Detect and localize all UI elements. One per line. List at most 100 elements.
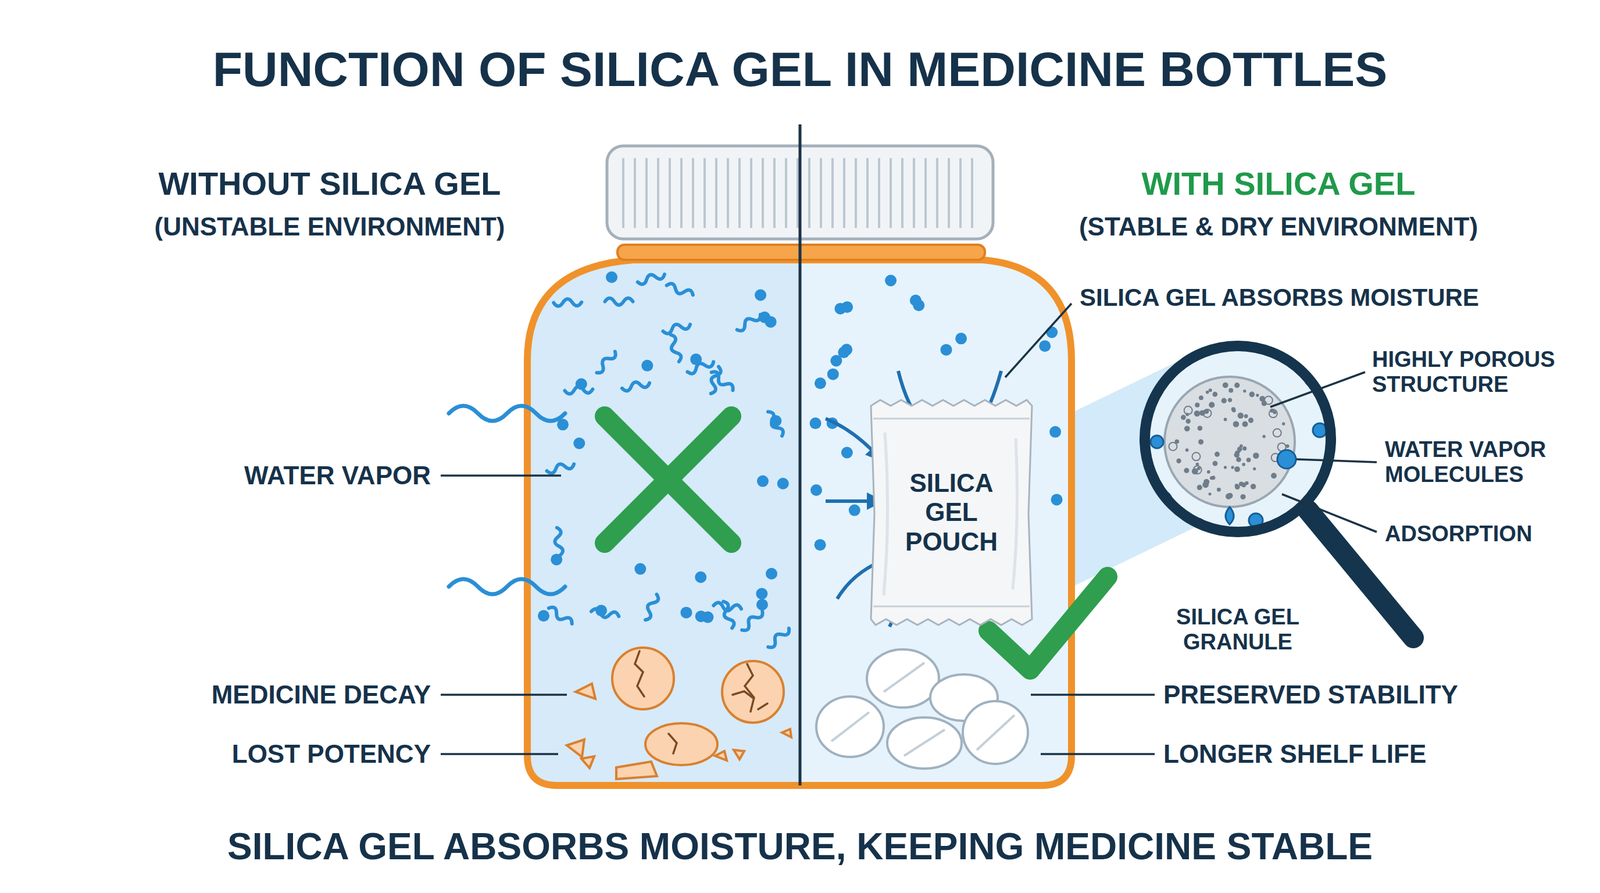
pouch-outline bbox=[870, 400, 1032, 625]
vapor-dot bbox=[1049, 426, 1062, 438]
vapor-dot bbox=[756, 475, 769, 488]
pouch-crease bbox=[883, 432, 1018, 596]
divider-line bbox=[798, 124, 802, 786]
cap-ridge bbox=[633, 158, 637, 228]
cap-ridge bbox=[819, 158, 823, 228]
cap-ridge bbox=[889, 158, 892, 228]
vapor-dot bbox=[550, 553, 563, 566]
section-heading: WITHOUT SILICA GEL bbox=[158, 165, 502, 203]
vapor-dot bbox=[834, 302, 846, 315]
water-vapor-left bbox=[537, 270, 792, 650]
decayed-pills bbox=[566, 647, 792, 780]
vapor-squiggle bbox=[734, 311, 763, 333]
cap-ridge bbox=[924, 158, 927, 228]
pore bbox=[1194, 410, 1201, 417]
vapor-squiggle bbox=[545, 461, 575, 475]
cap-ridges bbox=[623, 158, 973, 228]
vapor-squiggle bbox=[765, 625, 792, 650]
pore bbox=[1205, 390, 1210, 395]
cap-ridge bbox=[831, 158, 834, 228]
vapor-dot bbox=[777, 477, 789, 490]
pore bbox=[1239, 444, 1244, 448]
callout-label: LOST POTENCY bbox=[231, 739, 431, 769]
pore bbox=[1212, 391, 1219, 398]
callout-label: MEDICINE DECAY bbox=[211, 680, 431, 709]
pore bbox=[1234, 466, 1241, 473]
cap-ridge bbox=[808, 158, 811, 228]
pore bbox=[1185, 448, 1189, 452]
pore bbox=[1240, 494, 1246, 500]
section-subheading: (UNSTABLE ENVIRONMENT) bbox=[154, 212, 506, 241]
pore bbox=[1242, 446, 1247, 451]
pore bbox=[1264, 396, 1273, 405]
pore bbox=[1281, 422, 1285, 425]
pore bbox=[1228, 387, 1234, 393]
cap-ridge bbox=[680, 158, 683, 228]
cap-ridge bbox=[936, 158, 939, 228]
pore bbox=[1250, 483, 1257, 490]
vapor-dot bbox=[765, 316, 777, 328]
pill-cracks bbox=[634, 651, 768, 754]
white-pills bbox=[816, 649, 1028, 769]
pore bbox=[1194, 402, 1200, 408]
vapor-squiggle bbox=[553, 527, 564, 556]
pore bbox=[1248, 417, 1254, 423]
section-heading: WITH SILICA GEL bbox=[1141, 165, 1416, 203]
vapor-squiggle bbox=[665, 281, 695, 299]
vapor-squiggle bbox=[667, 333, 683, 363]
callout-label: WATER VAPOR bbox=[244, 461, 431, 490]
vapor-squiggle bbox=[553, 298, 582, 307]
pore bbox=[1234, 450, 1240, 456]
callout-label: ADSORPTION bbox=[1384, 521, 1532, 547]
cap-ridge bbox=[854, 158, 857, 228]
diagram-title: FUNCTION OF SILICA GEL IN MEDICINE BOTTL… bbox=[212, 41, 1388, 97]
vapor-dot bbox=[827, 368, 839, 381]
vapor-squiggle bbox=[621, 379, 650, 392]
vapor-squiggle bbox=[765, 409, 785, 438]
pore bbox=[1223, 465, 1227, 469]
vapor-dot bbox=[955, 332, 967, 345]
vapor-squiggle bbox=[605, 298, 634, 306]
pore bbox=[1203, 479, 1210, 485]
vapor-dot bbox=[537, 609, 550, 622]
pore bbox=[1197, 484, 1203, 491]
vapor-dot bbox=[769, 415, 782, 427]
pore bbox=[1198, 438, 1204, 445]
cap-ridge bbox=[959, 158, 962, 228]
vapor-squiggle bbox=[642, 593, 660, 622]
vapor-dot bbox=[1045, 326, 1058, 338]
pore bbox=[1185, 418, 1191, 424]
silica-gel-pouch: SILICA GEL POUCH bbox=[867, 397, 1036, 628]
pore bbox=[1221, 398, 1227, 404]
pore bbox=[1236, 456, 1242, 463]
pore bbox=[1241, 421, 1248, 428]
vapor-dot bbox=[634, 563, 646, 575]
pore bbox=[1204, 410, 1208, 414]
pore bbox=[1231, 408, 1237, 413]
callout-label: PRESERVED STABILITY bbox=[1163, 680, 1459, 709]
vapor-squiggle bbox=[564, 386, 594, 395]
cap-ridge bbox=[622, 158, 625, 228]
pore bbox=[1255, 393, 1259, 397]
section-subheading: (STABLE & DRY ENVIRONMENT) bbox=[1079, 212, 1478, 241]
pore bbox=[1234, 484, 1241, 490]
pore bbox=[1208, 388, 1213, 392]
vapor-dot bbox=[694, 571, 707, 584]
vapor-dot bbox=[841, 446, 853, 459]
pore bbox=[1223, 418, 1228, 422]
pore bbox=[1183, 468, 1189, 474]
pill-score-lines bbox=[831, 662, 1015, 756]
vapor-dot bbox=[884, 274, 897, 287]
pore bbox=[1244, 413, 1249, 419]
vapor-squiggle bbox=[594, 349, 619, 375]
vapor-squiggle bbox=[709, 369, 735, 394]
vapor-dot bbox=[810, 484, 823, 496]
pore bbox=[1269, 409, 1278, 418]
pore bbox=[1243, 389, 1246, 393]
vapor-dot bbox=[573, 437, 585, 450]
pore bbox=[1175, 439, 1180, 445]
pore bbox=[1248, 391, 1255, 398]
vapor-dot bbox=[848, 504, 861, 517]
vapor-dot bbox=[1038, 340, 1051, 352]
